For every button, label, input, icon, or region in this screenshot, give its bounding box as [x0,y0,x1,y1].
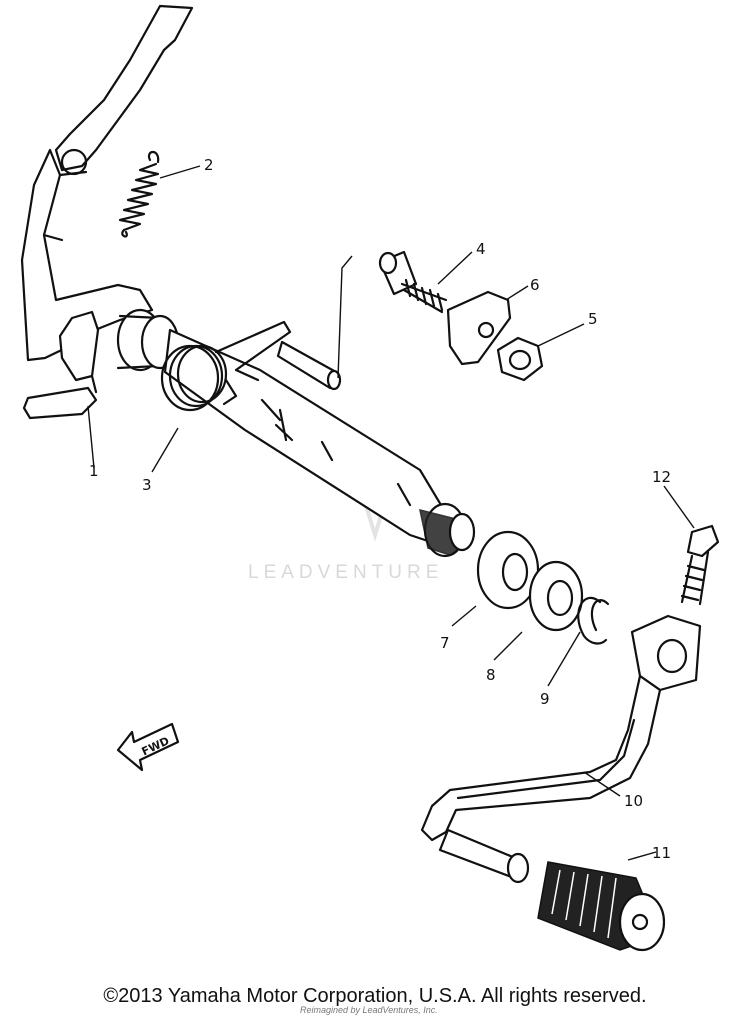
callout-12: 12 [652,468,671,486]
callout-4: 4 [476,240,486,258]
part-6-plate [446,290,512,366]
assembly-line [337,255,353,379]
callout-8: 8 [486,666,496,684]
part-10-shift-pedal [420,614,702,884]
callout-6: 6 [530,276,540,294]
leader-lines [87,165,695,861]
callout-3: 3 [142,476,152,494]
watermark-text: LEADVENTURE [248,562,443,583]
pin [276,340,342,391]
callout-11: 11 [652,844,671,862]
faint-credit: Reimagined by LeadVentures, Inc. [300,1005,438,1015]
callouts: 1 2 3 4 5 6 7 8 9 10 11 12 [89,156,671,862]
callout-7: 7 [440,634,450,652]
callout-5: 5 [588,310,598,328]
part-11-pedal-rubber [537,861,666,952]
callout-1: 1 [89,462,99,480]
part-9-circlip [577,596,610,645]
callout-9: 9 [540,690,550,708]
part-2-return-spring [118,150,160,238]
fwd-arrow-icon: FWD [116,722,180,772]
callout-2: 2 [204,156,214,174]
copyright-notice: ©2013 Yamaha Motor Corporation, U.S.A. A… [103,985,647,1007]
part-5-nut [496,336,544,382]
shift-shaft [116,308,476,558]
part-3-torsion-spring [160,320,292,412]
part-4-stopper-bolt [378,250,448,314]
callout-10: 10 [624,792,643,810]
part-8-washer [528,560,584,632]
part-12-pinch-bolt [680,524,720,606]
part-1-shift-arm [20,4,194,420]
